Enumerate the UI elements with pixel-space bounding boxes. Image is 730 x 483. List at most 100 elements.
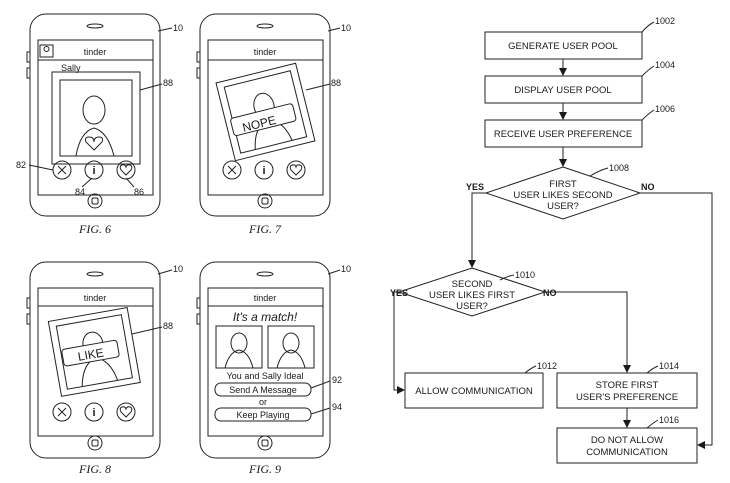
decision-first-likes-second — [484, 166, 642, 220]
home-button-inner — [91, 197, 99, 205]
step-label: STORE FIRST — [596, 380, 659, 391]
app-title: tinder — [254, 293, 277, 303]
speaker-slot — [86, 271, 104, 277]
profile-icon[interactable] — [39, 44, 54, 58]
dislike-button[interactable] — [222, 160, 242, 180]
dislike-button[interactable] — [52, 402, 72, 422]
step-label: GENERATE USER POOL — [508, 41, 618, 52]
side-button — [196, 297, 201, 309]
phone-screen — [37, 39, 154, 196]
or-separator: or — [259, 397, 267, 407]
like-stamp-label: LIKE — [77, 345, 105, 363]
side-button — [26, 313, 31, 325]
leader-line — [139, 83, 163, 91]
ref-photo: 88 — [163, 321, 173, 331]
send-message-button[interactable] — [214, 382, 312, 397]
no-label: NO — [641, 182, 655, 192]
phone-fig-8-labels: tinder LIKE i 10 88 FIG. 8 — [77, 264, 183, 476]
keep-playing-label: Keep Playing — [236, 410, 289, 420]
step-label: DISPLAY USER POOL — [514, 85, 611, 96]
home-button[interactable] — [87, 435, 103, 451]
yes-label: YES — [390, 288, 408, 298]
like-stamp — [61, 339, 120, 367]
shoulders-sketch — [224, 349, 254, 369]
phone-body — [29, 13, 161, 217]
keep-playing-button[interactable] — [214, 407, 312, 422]
home-button[interactable] — [257, 435, 273, 451]
home-button[interactable] — [257, 193, 273, 209]
dislike-x-icon — [57, 165, 67, 175]
home-button-inner — [261, 197, 269, 205]
match-photo-right — [267, 325, 315, 369]
leader-line — [499, 274, 515, 281]
step-allow-communication — [404, 372, 544, 409]
phone-screen — [207, 39, 324, 196]
leader-line — [646, 365, 659, 374]
ref-number: 1006 — [655, 104, 675, 114]
leader-line — [524, 365, 537, 374]
flowchart-labels: GENERATE USER POOL DISPLAY USER POOL REC… — [390, 16, 679, 458]
heart-icon — [119, 164, 133, 176]
decision-text: USER? — [547, 201, 579, 212]
info-icon: i — [92, 407, 95, 419]
arrow-no-2 — [545, 291, 631, 373]
flowchart — [393, 21, 713, 464]
leader-line — [125, 177, 135, 188]
leader-line — [310, 407, 331, 415]
leader-line — [157, 27, 173, 32]
dislike-x-icon — [57, 407, 67, 417]
leader-line — [157, 269, 173, 275]
home-button[interactable] — [87, 193, 103, 209]
speaker-slot — [256, 271, 274, 277]
step-label: COMMUNICATION — [586, 447, 668, 458]
heart-icon — [119, 406, 133, 418]
app-title: tinder — [84, 293, 107, 303]
leader-line — [589, 167, 609, 177]
yes-label: YES — [466, 182, 484, 192]
step-label: RECEIVE USER PREFERENCE — [494, 129, 632, 140]
ref-photo: 88 — [331, 78, 341, 88]
app-title: tinder — [84, 47, 107, 57]
phone-fig-6 — [26, 13, 173, 217]
tilted-profile-card[interactable] — [215, 62, 316, 162]
side-button — [26, 51, 31, 63]
ref-number: 1016 — [659, 415, 679, 425]
side-button — [196, 51, 201, 63]
phone-fig-9 — [196, 261, 341, 459]
ref-send: 92 — [332, 375, 342, 385]
ref-info: 84 — [75, 187, 85, 197]
side-button — [196, 67, 201, 79]
step-label: DO NOT ALLOW — [591, 435, 663, 446]
like-button[interactable] — [116, 402, 136, 422]
step-label: ALLOW COMMUNICATION — [415, 386, 533, 397]
ref-keep: 94 — [332, 402, 342, 412]
info-button[interactable] — [254, 160, 274, 180]
like-button[interactable] — [116, 160, 136, 180]
phone-body — [29, 261, 161, 459]
figure-caption: FIG. 8 — [78, 462, 111, 476]
leader-line — [81, 177, 93, 188]
step-label: USER'S PREFERENCE — [576, 392, 678, 403]
profile-name: Sally — [61, 63, 81, 73]
info-button[interactable] — [84, 160, 104, 180]
ref-number: 1008 — [609, 163, 629, 173]
face-sketch — [230, 332, 248, 354]
leader-line — [131, 326, 163, 335]
phone-fig-7 — [196, 13, 341, 217]
leader-line — [327, 27, 341, 32]
decision-text: FIRST — [549, 179, 577, 190]
shoulders-sketch — [276, 349, 306, 369]
ref-dislike: 82 — [16, 160, 26, 170]
info-button[interactable] — [84, 402, 104, 422]
heart-icon — [289, 164, 303, 176]
ref-device: 10 — [173, 23, 183, 33]
ref-number: 1014 — [659, 361, 679, 371]
ref-number: 1010 — [515, 270, 535, 280]
ref-number: 1002 — [655, 16, 675, 26]
home-button-inner — [91, 439, 99, 447]
figure-caption: FIG. 6 — [78, 222, 111, 236]
tilted-profile-card[interactable] — [47, 307, 141, 397]
like-button[interactable] — [286, 160, 306, 180]
face-sketch — [82, 95, 106, 125]
ref-number: 1004 — [655, 60, 675, 70]
